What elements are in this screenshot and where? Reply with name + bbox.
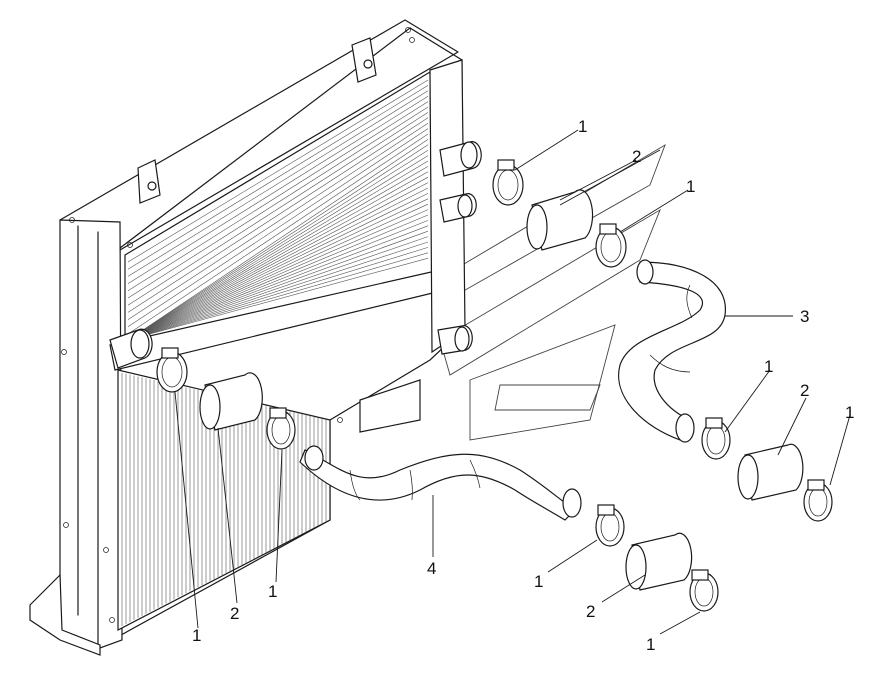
callout-1-upper-clamp: 1 xyxy=(578,117,587,136)
radiator-fins-upper xyxy=(127,79,429,341)
hose-4 xyxy=(299,445,582,521)
clamp-f xyxy=(803,479,833,522)
callout-1-bottom-clamp: 1 xyxy=(646,635,655,654)
callout-2-left-sleeve: 2 xyxy=(230,604,239,623)
callout-1-left-second-clamp: 1 xyxy=(268,582,277,601)
sleeve-b xyxy=(199,372,263,431)
clamp-g xyxy=(595,504,625,547)
sleeve-c xyxy=(737,443,804,501)
callout-2-right-sleeve: 2 xyxy=(800,381,809,400)
clamp-b xyxy=(595,223,627,268)
callout-1-lower-clamp: 1 xyxy=(534,572,543,591)
callout-1-right-clamp: 1 xyxy=(845,403,854,422)
sleeve-a xyxy=(526,189,594,251)
callout-2-lower-sleeve: 2 xyxy=(586,602,595,621)
callout-3-hose: 3 xyxy=(800,307,809,326)
callout-1-upper-right-clamp: 1 xyxy=(686,177,695,196)
callout-2-upper-sleeve: 2 xyxy=(632,147,641,166)
callout-1-left-clamp: 1 xyxy=(192,626,201,645)
clamp-c xyxy=(156,347,188,393)
clamp-h xyxy=(689,569,719,612)
clamp-d xyxy=(266,407,296,450)
radiator xyxy=(29,19,482,656)
sleeve-d xyxy=(625,532,693,591)
callout-4-hose: 4 xyxy=(427,559,436,578)
callout-1-mid-clamp: 1 xyxy=(764,357,773,376)
hose-3 xyxy=(618,259,726,443)
clamp-e xyxy=(701,417,731,460)
leader-lines xyxy=(174,129,851,635)
clamp-a xyxy=(492,159,524,206)
